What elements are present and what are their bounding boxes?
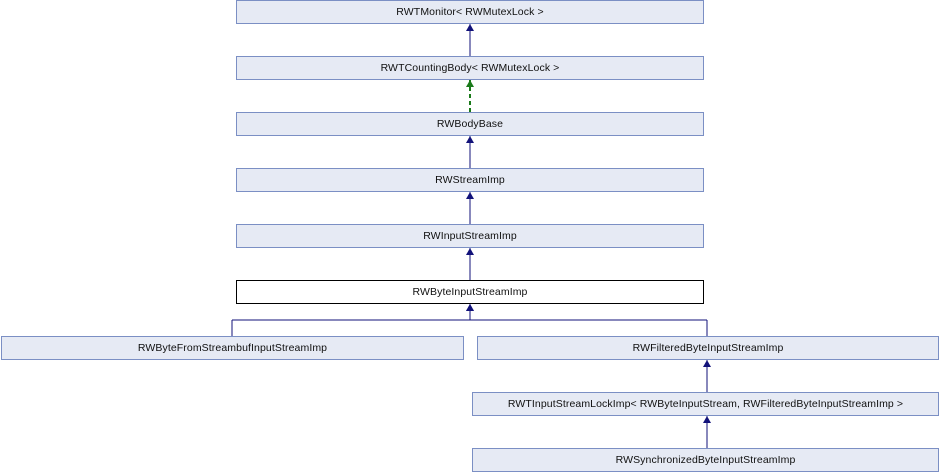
class-node-label: RWByteFromStreambufInputStreamImp — [137, 341, 328, 354]
class-node-rwtcountingbody[interactable]: RWTCountingBody< RWMutexLock > — [236, 56, 704, 80]
class-node-label: RWTInputStreamLockImp< RWByteInputStream… — [507, 397, 904, 410]
class-node-rwbodybase[interactable]: RWBodyBase — [236, 112, 704, 136]
class-node-rwsynchronizedbyteinputstreamimp[interactable]: RWSynchronizedByteInputStreamImp — [472, 448, 939, 472]
class-node-label: RWBodyBase — [436, 117, 504, 130]
edge-rwbodybase-to-rwtcountingbody — [466, 80, 474, 112]
class-node-rwfilteredbyteinputstreamimp[interactable]: RWFilteredByteInputStreamImp — [477, 336, 939, 360]
edge-rwstreamimp-to-rwbodybase — [466, 136, 474, 168]
class-node-label: RWFilteredByteInputStreamImp — [632, 341, 784, 354]
class-node-rwstreamimp[interactable]: RWStreamImp — [236, 168, 704, 192]
edge-rwbytefromstreambufinputstreamimp-to-rwbyteinputstreamimp — [231, 304, 474, 336]
edge-rwtinputstreamlockimp-to-rwfilteredbyteinputstreamimp — [703, 360, 711, 392]
class-node-rwbyteinputstreamimp[interactable]: RWByteInputStreamImp — [236, 280, 704, 304]
class-node-rwbytefromstreambufinputstreamimp[interactable]: RWByteFromStreambufInputStreamImp — [1, 336, 464, 360]
class-node-label: RWStreamImp — [435, 173, 505, 186]
edge-rwinputstreamimp-to-rwstreamimp — [466, 192, 474, 224]
edge-rwtcountingbody-to-rwtmonitor — [466, 24, 474, 56]
edge-rwsynchronizedbyteinputstreamimp-to-rwtinputstreamlockimp — [703, 416, 711, 448]
class-node-rwtmonitor[interactable]: RWTMonitor< RWMutexLock > — [236, 0, 704, 24]
class-node-label: RWSynchronizedByteInputStreamImp — [615, 453, 796, 466]
class-node-label: RWTCountingBody< RWMutexLock > — [380, 61, 560, 74]
class-node-label: RWByteInputStreamImp — [412, 285, 528, 298]
edge-rwbyteinputstreamimp-to-rwinputstreamimp — [466, 248, 474, 280]
class-node-label: RWTMonitor< RWMutexLock > — [396, 5, 544, 18]
edge-rwfilteredbyteinputstreamimp-to-rwbyteinputstreamimp — [466, 304, 708, 336]
class-node-rwinputstreamimp[interactable]: RWInputStreamImp — [236, 224, 704, 248]
class-node-rwtinputstreamlockimp[interactable]: RWTInputStreamLockImp< RWByteInputStream… — [472, 392, 939, 416]
class-node-label: RWInputStreamImp — [423, 229, 517, 242]
